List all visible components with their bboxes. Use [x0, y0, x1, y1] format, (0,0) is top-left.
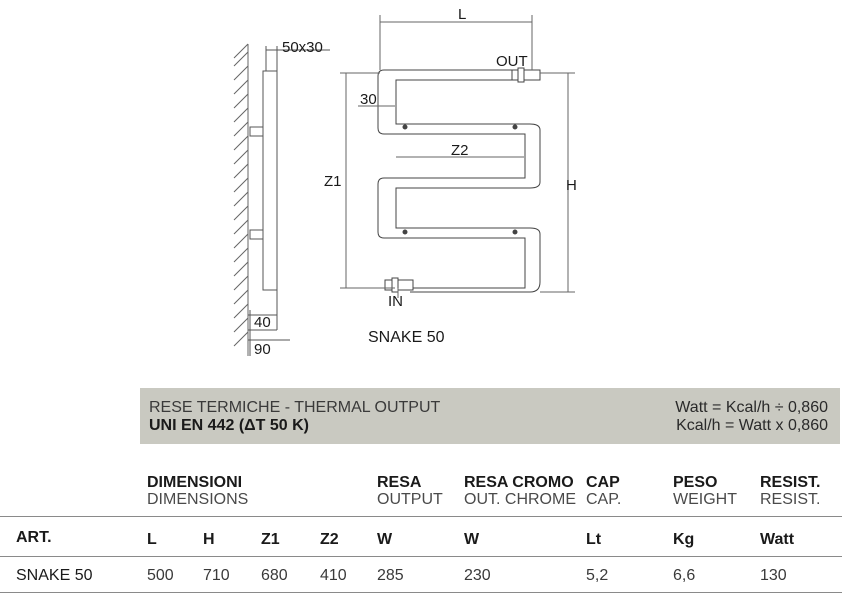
header-resistance: RESIST.	[760, 474, 821, 491]
label-z2: Z2	[451, 142, 469, 159]
thermal-output-band: RESE TERMICHE - THERMAL OUTPUT UNI EN 44…	[140, 388, 840, 444]
band-title: RESE TERMICHE - THERMAL OUTPUT	[149, 399, 441, 416]
unit-z2: Z2	[320, 531, 339, 548]
header-dimensions: DIMENSIONI	[147, 474, 243, 491]
row-art: SNAKE 50	[16, 567, 93, 584]
conversion-kcal: Kcal/h = Watt x 0,860	[676, 417, 828, 434]
label-z1: Z1	[324, 173, 342, 190]
header-capacity-en: CAP.	[586, 491, 622, 508]
units-rule	[0, 556, 842, 557]
unit-h: H	[203, 531, 215, 548]
model-name: SNAKE 50	[368, 329, 445, 346]
row-weight: 6,6	[673, 567, 696, 584]
row-l: 500	[147, 567, 174, 584]
label-outlet: OUT	[496, 53, 528, 70]
unit-z1: Z1	[261, 531, 280, 548]
row-z1: 680	[261, 567, 288, 584]
label-depth-40: 40	[254, 314, 271, 331]
unit-l: L	[147, 531, 157, 548]
header-resistance-en: RESIST.	[760, 491, 821, 508]
unit-kg: Kg	[673, 531, 695, 548]
technical-drawing: 50x30 L OUT 30 Z2 Z1 H IN 40 90 SNAKE 50	[233, 6, 577, 358]
header-output-chrome: RESA CROMO	[464, 474, 574, 491]
header-capacity: CAP	[586, 474, 620, 491]
row-capacity: 5,2	[586, 567, 609, 584]
label-depth-90: 90	[254, 341, 271, 358]
header-output-en: OUTPUT	[377, 491, 443, 508]
row-z2: 410	[320, 567, 347, 584]
header-weight-en: WEIGHT	[673, 491, 737, 508]
label-inlet: IN	[388, 293, 403, 310]
label-bar-spacing: 30	[360, 91, 377, 108]
unit-w-chrome: W	[464, 531, 480, 548]
band-standard: UNI EN 442 (ΔT 50 K)	[149, 417, 309, 434]
header-weight: PESO	[673, 474, 718, 491]
conversion-watt: Watt = Kcal/h ÷ 0,860	[675, 399, 828, 416]
unit-w-output: W	[377, 531, 393, 548]
unit-watt: Watt	[760, 531, 795, 548]
label-width: L	[458, 6, 466, 23]
unit-lt: Lt	[586, 531, 602, 548]
row-resistance: 130	[760, 567, 787, 584]
wall-hatch	[233, 43, 249, 356]
row-output: 285	[377, 567, 404, 584]
row-output-chrome: 230	[464, 567, 491, 584]
row-h: 710	[203, 567, 230, 584]
front-view	[377, 67, 541, 293]
label-side-section: 50x30	[282, 39, 323, 56]
row-rule	[0, 592, 842, 593]
header-dimensions-en: DIMENSIONS	[147, 491, 249, 508]
side-view	[248, 46, 330, 356]
header-output-chrome-en: OUT. CHROME	[464, 491, 576, 508]
label-height: H	[566, 177, 577, 194]
header-rule	[0, 516, 842, 517]
art-label: ART.	[16, 529, 52, 546]
dimension-lines	[340, 15, 575, 298]
header-output: RESA	[377, 474, 422, 491]
